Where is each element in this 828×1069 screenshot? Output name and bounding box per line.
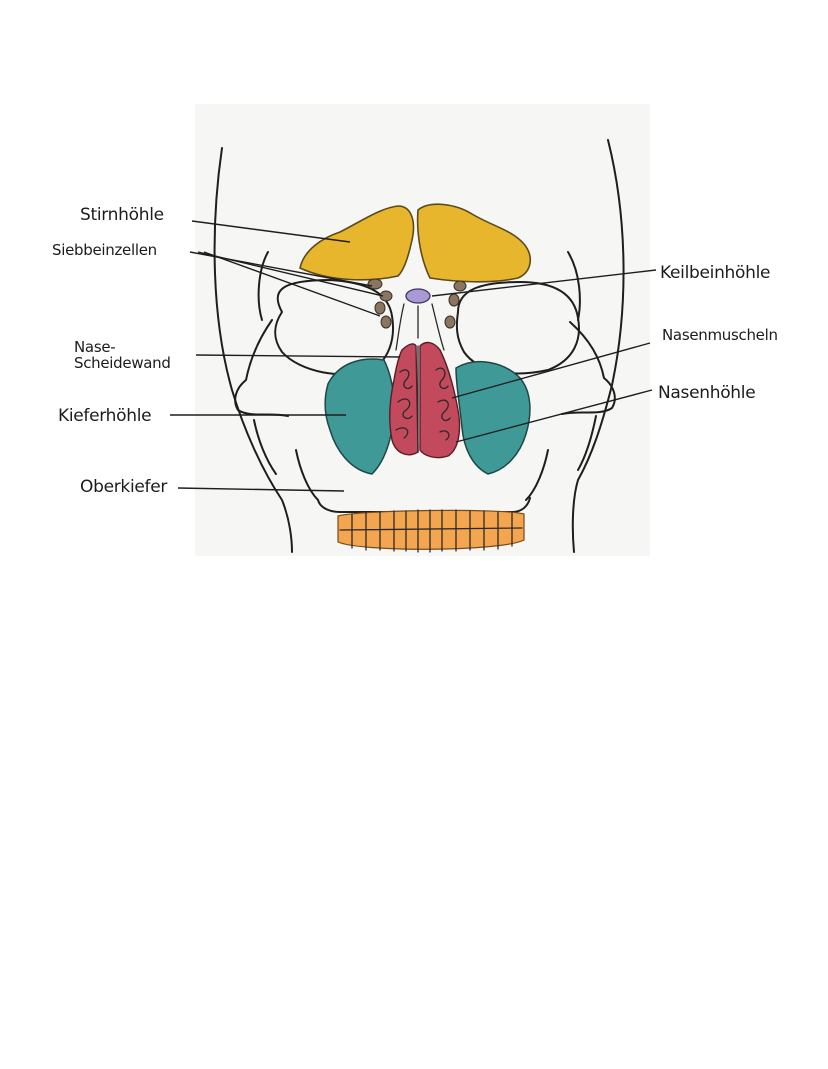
stirnhoehle-shape bbox=[299, 203, 531, 283]
label-kieferhoehle: Kieferhöhle bbox=[58, 406, 151, 426]
label-nasenscheidewand-line2: Scheidewand bbox=[74, 354, 171, 372]
nasenmuscheln-shape bbox=[395, 345, 451, 453]
siebbeinzellen-shape bbox=[367, 278, 467, 329]
keilbeinhoehle-shape bbox=[405, 288, 431, 304]
label-nasenmuscheln: Nasenmuscheln bbox=[662, 326, 778, 344]
teeth bbox=[337, 509, 525, 553]
leader-lines bbox=[170, 220, 657, 492]
drawing-paper bbox=[195, 104, 650, 556]
kieferhoehle-shape bbox=[324, 358, 531, 475]
label-nasenscheidewand-line1: Nase- bbox=[74, 338, 115, 356]
label-siebbeinzellen: Siebbeinzellen bbox=[52, 241, 157, 259]
label-keilbeinhoehle: Keilbeinhöhle bbox=[660, 263, 770, 283]
label-oberkiefer: Oberkiefer bbox=[80, 477, 167, 497]
nasal-bones bbox=[395, 303, 445, 351]
label-nasenhoehle: Nasenhöhle bbox=[658, 383, 755, 403]
label-stirnhoehle: Stirnhöhle bbox=[80, 205, 164, 225]
